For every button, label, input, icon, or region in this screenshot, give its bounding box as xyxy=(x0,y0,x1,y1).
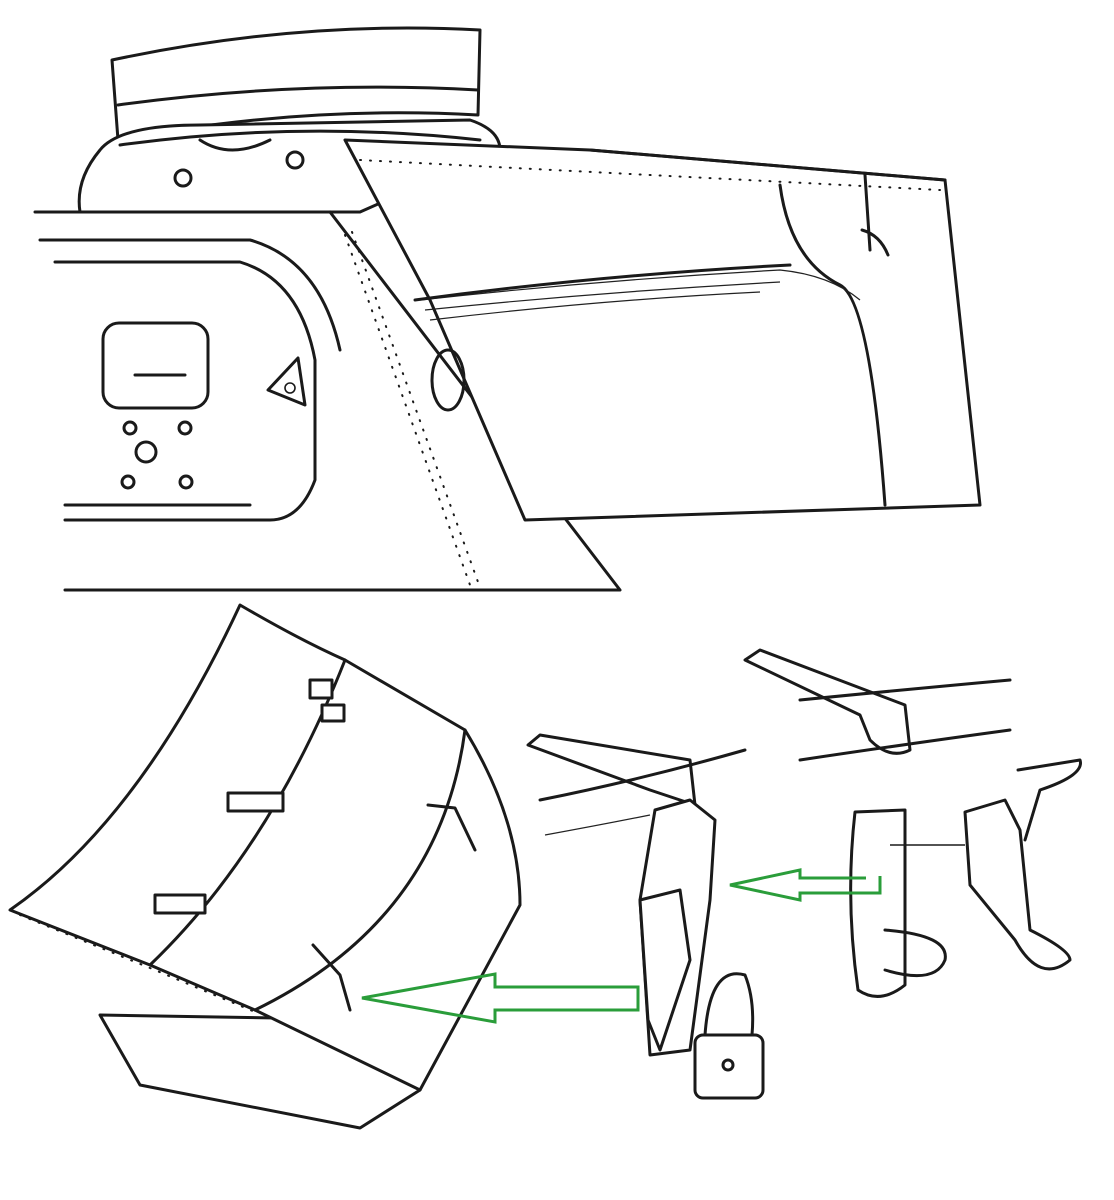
vision-port xyxy=(101,321,210,410)
green-arrow-icon xyxy=(729,868,882,902)
green-arrow-icon xyxy=(361,972,640,1024)
stowage-box-drawing xyxy=(343,138,982,522)
latch-detail-drawing xyxy=(526,648,1082,1100)
padlock xyxy=(693,1033,765,1100)
stowage-box-lid-drawing xyxy=(8,603,522,1130)
